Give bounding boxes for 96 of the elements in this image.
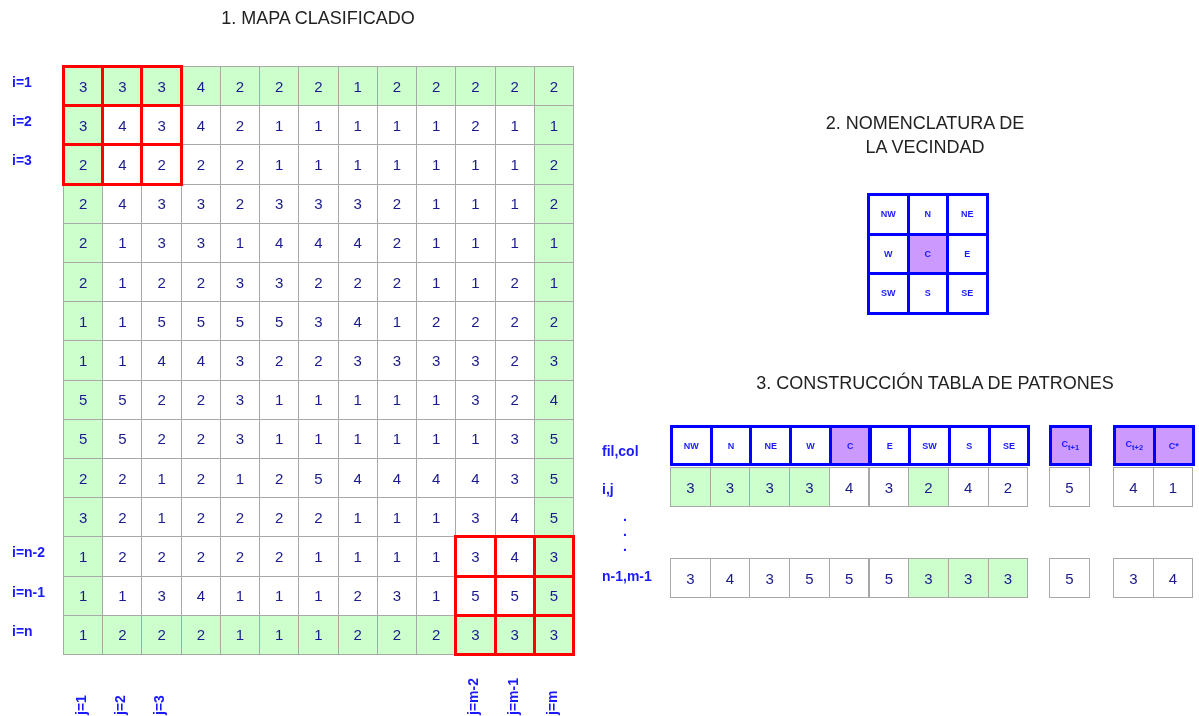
table-cell: 5 [1049,467,1090,507]
grid-cell: 2 [63,458,104,499]
row-index-label: i=1 [12,74,32,90]
grid-cell: 4 [533,379,574,420]
grid-cell: 3 [454,535,497,578]
table-cell: 3 [670,558,711,598]
grid-cell: 2 [533,301,574,342]
grid-cell: 2 [455,66,496,107]
table-cell: 3 [1113,558,1154,598]
grid-cell: 3 [533,340,574,381]
column-index-label: j=1 [73,695,89,715]
table-cell: 5 [1049,558,1090,598]
grid-cell: 2 [416,66,457,107]
ellipsis-dot: . [623,523,627,539]
row-index-label: i=n-2 [12,544,46,561]
neighbour-cell: SE [946,272,989,315]
grid-cell: 2 [219,66,261,107]
grid-cell: 2 [298,66,339,107]
grid-cell: 5 [533,458,574,499]
column-index-label: j=m-1 [504,678,521,715]
table-cell: 3 [868,467,910,507]
row-label: fil,col [602,443,639,459]
table-cell: 3 [749,467,791,507]
grid-cell: 1 [533,222,574,263]
table-cell: 3 [789,467,830,507]
grid-cell: 3 [63,497,104,538]
grid-cell: 5 [63,418,104,459]
grid-cell: 1 [259,614,300,655]
neighbour-cell: NW [867,193,910,236]
grid-cell: 2 [63,183,104,224]
column-index-label: j=2 [112,695,129,715]
table-cell: 3 [987,558,1029,598]
grid-cell: 2 [180,614,221,655]
table-cell: 4 [1152,558,1194,598]
table-cell: 4 [947,467,989,507]
grid-cell: 2 [63,222,104,263]
grid-cell: 1 [533,262,574,303]
row-index-label: i=3 [12,152,32,169]
grid-cell: 2 [102,614,143,655]
table-cell: 3 [908,558,949,598]
table-cell: 4 [709,558,751,598]
column-index-label: j=3 [151,695,168,715]
grid-cell: 1 [63,340,104,381]
grid-cell: 5 [533,497,574,538]
section-title: 1. MAPA CLASIFICADO [220,7,416,30]
table-cell: 3 [670,467,711,507]
row-label: n-1,m-1 [602,568,652,584]
table-cell: 4 [828,467,870,507]
grid-cell: 1 [337,66,378,107]
grid-cell: 1 [298,614,339,655]
column-index-label: j=m-2 [465,678,482,715]
grid-cell: 1 [63,614,104,655]
table-cell: 5 [789,558,830,598]
grid-cell: 2 [533,66,574,107]
neighbour-cell: SW [867,272,910,315]
grid-cell: 1 [63,575,104,616]
table-cell: 3 [749,558,791,598]
grid-cell: 2 [63,262,104,303]
table-cell: 4 [1113,467,1154,507]
header-cell: C$_{t+2}$ [1113,425,1156,466]
neighbour-cell: NE [946,193,989,236]
grid-cell: 5 [63,379,104,420]
grid-cell: 2 [337,614,378,655]
section-title: 3. CONSTRUCCIÓN TABLA DE PATRONES [755,371,1115,395]
grid-cell: 2 [140,143,183,186]
grid-cell: 4 [180,66,221,107]
grid-cell: 2 [533,183,574,224]
grid-cell: 5 [533,418,574,459]
header-cell: C$_{t+1}$ [1049,425,1092,466]
grid-cell: 1 [63,536,104,577]
grid-cell: 1 [63,301,104,342]
ellipsis-dot: . [623,508,627,524]
grid-cell: 2 [494,66,535,107]
table-cell: 3 [947,558,989,598]
table-cell: 1 [1152,467,1194,507]
ellipsis-dot: . [623,538,627,554]
column-index-label: j=m [543,690,560,715]
section-title: 2. NOMENCLATURA DE LA VECINDAD [824,112,1026,159]
header-cell: SW [908,425,951,466]
grid-cell: 2 [533,144,574,185]
header-cell: W [789,425,832,466]
table-cell: 2 [987,467,1029,507]
row-index-label: i=n-1 [12,583,46,600]
grid-cell: 2 [376,66,418,107]
table-cell: 2 [908,467,949,507]
header-cell: NW [670,425,713,466]
grid-cell: 2 [416,614,457,655]
table-cell: 5 [828,558,870,598]
row-index-label: i=2 [12,113,32,130]
grid-cell: 2 [141,614,182,655]
grid-cell: 1 [533,105,574,146]
table-cell: 3 [709,467,751,507]
table-cell: 5 [868,558,910,598]
row-label: i,j [602,481,614,497]
row-index-label: i=n [12,622,33,639]
grid-cell: 2 [259,66,300,107]
